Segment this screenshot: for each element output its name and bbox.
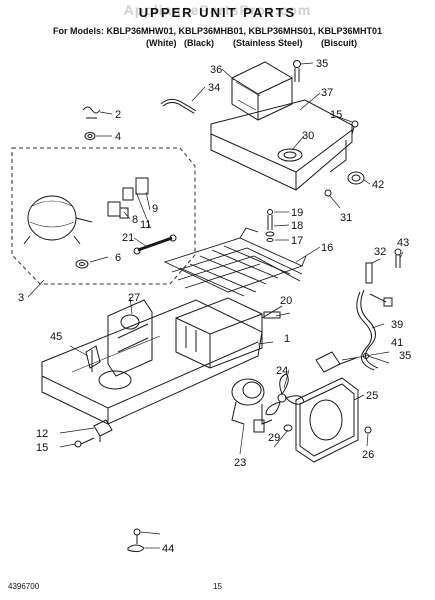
callout-number: 43	[397, 237, 409, 249]
callout-number: 12	[36, 428, 48, 440]
fan-shroud-part	[295, 377, 359, 463]
compressor-assembly-outline	[11, 147, 196, 285]
callout-number: 35	[316, 58, 328, 70]
top-cover-part	[231, 61, 293, 121]
screw-part	[394, 248, 402, 268]
callout-number: 41	[391, 337, 403, 349]
sleeve-part	[365, 262, 373, 284]
diagram-title: UPPER UNIT PARTS	[138, 5, 297, 20]
callout-number: 31	[340, 212, 352, 224]
variant-biscuit: (Biscuit)	[321, 38, 357, 48]
page-number-footer: 15	[213, 582, 222, 591]
callout-number: 30	[302, 130, 314, 142]
shroud-part	[175, 297, 263, 369]
callout-number: 34	[208, 82, 220, 94]
fan-motor-part	[231, 378, 273, 433]
callout-labels: 36 35 34 37 2 4 15 30 42 31 19 18 17 16 …	[18, 58, 411, 555]
callout-number: 32	[374, 246, 386, 258]
callout-number: 2	[115, 109, 121, 121]
clip-part	[82, 106, 101, 119]
bottom-fastener-part	[127, 528, 145, 553]
callout-number: 39	[391, 319, 403, 331]
cable-part	[261, 305, 283, 319]
fan-blade-part	[265, 373, 305, 416]
callout-number: 8	[132, 214, 138, 226]
callout-number: 17	[291, 235, 303, 247]
callout-number: 35	[399, 350, 411, 362]
grommet-part	[75, 259, 89, 269]
callout-number: 42	[372, 179, 384, 191]
variant-stainless: (Stainless Steel)	[233, 38, 303, 48]
condenser-coil-part	[163, 227, 307, 297]
screw-part	[351, 120, 359, 135]
variant-black: (Black)	[184, 38, 215, 48]
callout-number: 27	[128, 292, 140, 304]
screw-part	[364, 426, 372, 434]
callout-number: 24	[276, 365, 288, 377]
part-number-footer: 4396700	[8, 582, 40, 591]
knob-part	[347, 171, 365, 185]
callout-number: 3	[18, 292, 24, 304]
compressor-part	[23, 195, 93, 245]
models-line: For Models: KBLP36MHW01, KBLP36MHB01, KB…	[52, 26, 383, 36]
watermark: AppliancePartsPros.com	[123, 2, 312, 18]
callout-number: 37	[321, 87, 333, 99]
callout-number: 19	[291, 207, 303, 219]
callout-number: 25	[366, 390, 378, 402]
callout-number: 15	[330, 109, 342, 121]
callout-number: 21	[122, 232, 134, 244]
mounting-bracket-part	[107, 299, 153, 377]
tube-part	[160, 98, 197, 114]
screw-part	[293, 60, 301, 82]
top-panel-part	[210, 99, 353, 191]
callout-number: 45	[50, 331, 62, 343]
callout-number: 44	[162, 543, 174, 555]
grommet-part	[283, 424, 293, 432]
callout-number: 18	[291, 220, 303, 232]
callout-number: 36	[210, 64, 222, 76]
leader-lines	[27, 62, 404, 549]
variant-white: (White)	[146, 38, 177, 48]
fastener-stack-part	[265, 209, 275, 242]
callout-number: 4	[115, 131, 121, 143]
callout-number: 29	[268, 432, 280, 444]
terminal-block-part	[93, 419, 113, 442]
callout-number: 20	[280, 295, 292, 307]
callout-number: 6	[115, 252, 121, 264]
callout-number: 16	[321, 242, 333, 254]
callout-number: 1	[284, 333, 290, 345]
drier-part	[133, 234, 177, 255]
callout-number: 15	[36, 442, 48, 454]
screw-part	[324, 189, 332, 197]
screw-part	[74, 437, 95, 448]
callout-number: 11	[140, 219, 151, 231]
base-pan-part	[41, 299, 263, 425]
wire-clip-part	[85, 345, 101, 372]
nut-part	[84, 132, 96, 140]
callout-number: 23	[234, 457, 246, 469]
bracket-part	[315, 351, 369, 373]
relay-part	[107, 177, 149, 219]
callout-number: 26	[362, 449, 374, 461]
callout-number: 9	[152, 203, 158, 215]
